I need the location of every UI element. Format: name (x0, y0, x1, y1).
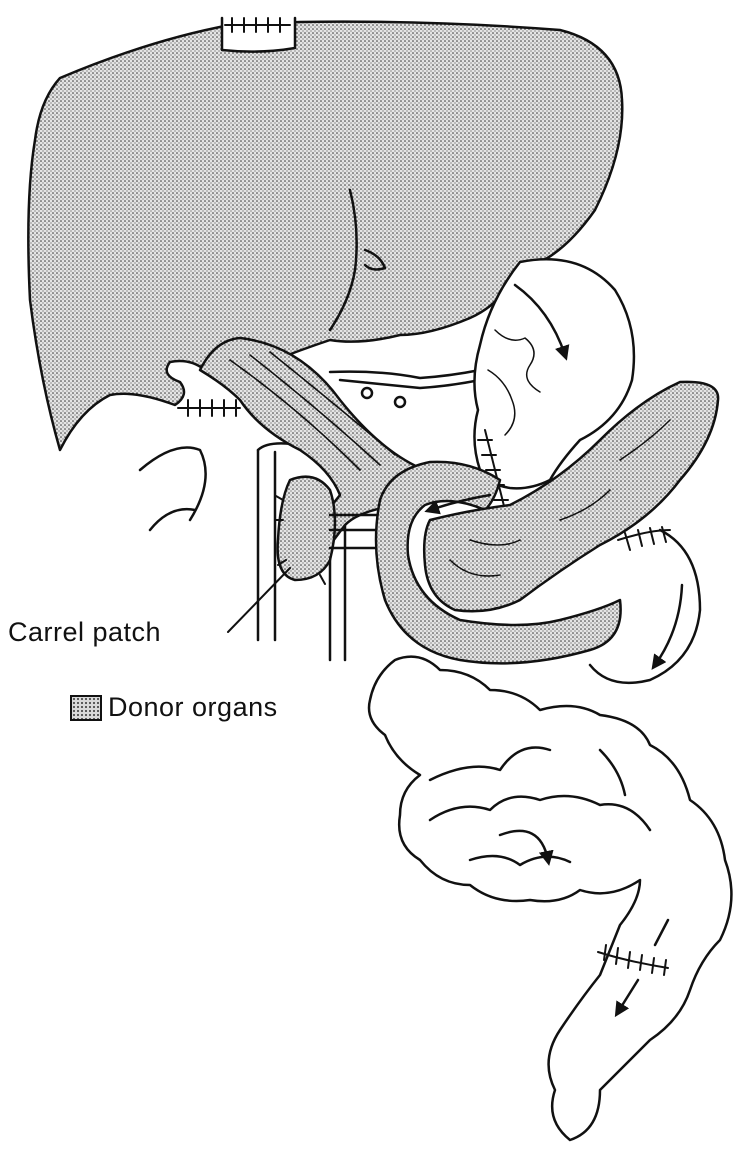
donor-organs-label: Donor organs (108, 694, 278, 721)
ivc-suture (178, 400, 240, 416)
donor-organs-swatch (70, 695, 102, 721)
top-suture (222, 18, 295, 52)
jejunum-arrow (655, 585, 682, 665)
carrel-patch-label: Carrel patch (8, 619, 161, 646)
carrel-patch (278, 477, 335, 580)
legend: Donor organs (70, 694, 278, 721)
small-intestine (369, 657, 731, 1140)
hepatic-vessels (330, 370, 480, 378)
